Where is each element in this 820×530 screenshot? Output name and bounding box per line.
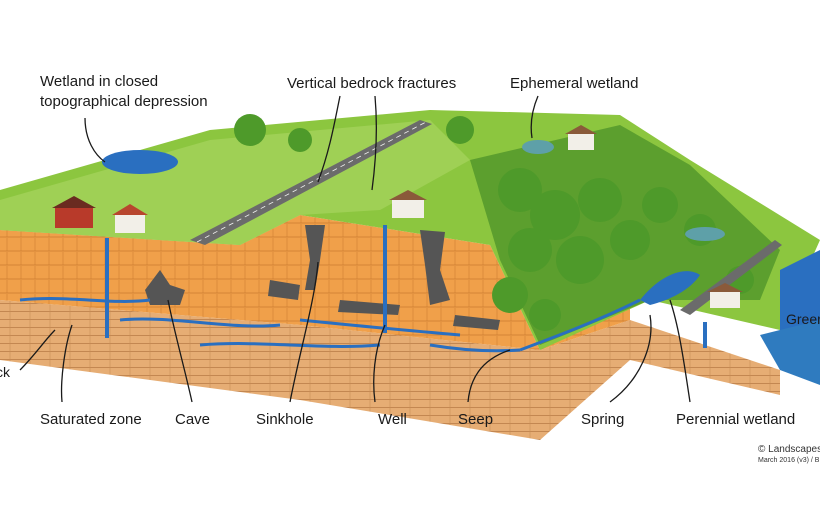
closed-depression-wetland bbox=[102, 150, 178, 174]
label-sinkhole: Sinkhole bbox=[256, 411, 314, 428]
surface-water bbox=[102, 140, 820, 385]
houses bbox=[52, 125, 743, 308]
credit-line-1: © Landscapes bbox=[758, 444, 820, 455]
forest bbox=[234, 114, 754, 331]
leader-cave bbox=[167, 299, 193, 403]
leader-wetland-closed bbox=[84, 117, 106, 163]
fractured-bedrock bbox=[0, 215, 630, 350]
label-wetland-closed-depression: Wetland in closed topographical depressi… bbox=[40, 73, 208, 110]
perennial-wetland-water bbox=[640, 271, 700, 305]
leader-lines bbox=[19, 95, 691, 403]
label-ephemeral-wetland: Ephemeral wetland bbox=[510, 75, 639, 92]
caves bbox=[145, 225, 500, 330]
label-green: Green bbox=[786, 311, 820, 327]
leader-ephemeral bbox=[530, 95, 539, 139]
leader-fractures-1 bbox=[317, 95, 341, 183]
leader-fractures-2 bbox=[371, 95, 378, 191]
well-1 bbox=[105, 238, 109, 338]
road bbox=[190, 120, 782, 315]
ephemeral-wetland-pond bbox=[522, 140, 554, 154]
leader-seep bbox=[467, 349, 511, 403]
leader-perennial bbox=[669, 299, 691, 403]
leader-saturated bbox=[60, 324, 73, 403]
leader-bedrock bbox=[19, 329, 56, 371]
stream bbox=[519, 298, 641, 352]
label-vertical-bedrock-fractures: Vertical bedrock fractures bbox=[287, 75, 457, 92]
label-perennial-wetland: Perennial wetland bbox=[676, 411, 796, 428]
leader-spring bbox=[609, 314, 652, 403]
label-saturated-zone: Saturated zone bbox=[40, 411, 142, 428]
house-white-1 bbox=[112, 204, 148, 233]
house-red bbox=[52, 196, 96, 228]
label-bedrock-partial: ck bbox=[0, 364, 10, 380]
label-spring: Spring bbox=[581, 411, 625, 428]
house-white-2 bbox=[389, 190, 427, 218]
house-valley bbox=[707, 283, 743, 308]
green-lake bbox=[780, 250, 820, 330]
wells bbox=[105, 225, 707, 348]
label-seep: Seep bbox=[458, 411, 494, 428]
leader-sinkhole bbox=[289, 261, 319, 403]
label-cave: Cave bbox=[175, 411, 211, 428]
house-hill bbox=[565, 125, 597, 150]
forest-wetland-pond bbox=[685, 227, 725, 241]
well-3 bbox=[703, 322, 707, 348]
credit-line-2: March 2016 (v3) / B bbox=[758, 457, 820, 464]
groundwater-conduits bbox=[19, 297, 521, 353]
leader-well bbox=[373, 324, 386, 403]
well-2 bbox=[383, 225, 387, 333]
label-well: Well bbox=[378, 411, 407, 428]
